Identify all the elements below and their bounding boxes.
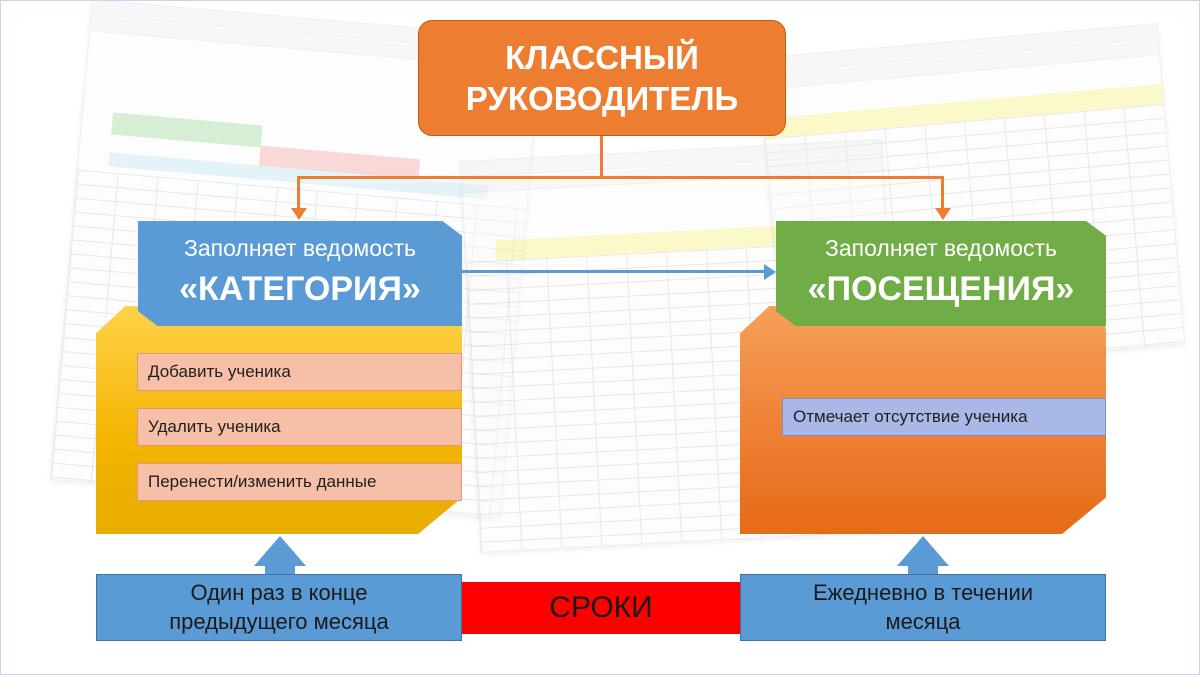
category-header: Заполняет ведомость «КАТЕГОРИЯ» (138, 221, 462, 326)
attendance-subtitle: Заполняет ведомость (824, 235, 1058, 261)
connector-right-arrowhead (935, 208, 951, 220)
action-edit-data: Перенести/изменить данные (137, 463, 462, 501)
category-to-attendance-arrow (462, 270, 767, 273)
connector-left-drop (297, 176, 300, 210)
attendance-header: Заполняет ведомость «ПОСЕЩЕНИЯ» (776, 221, 1106, 326)
connector-vertical (600, 136, 603, 178)
category-title: «КАТЕГОРИЯ» (179, 270, 421, 308)
attendance-title: «ПОСЕЩЕНИЯ» (807, 270, 1075, 308)
class-teacher-line2: РУКОВОДИТЕЛЬ (465, 80, 739, 117)
right-up-arrow-icon (897, 536, 949, 566)
attendance-deadline-box: Ежедневно в течении месяца (740, 574, 1106, 641)
class-teacher-box: КЛАССНЫЙ РУКОВОДИТЕЛЬ (418, 20, 786, 136)
attendance-deadline-line2: месяца (885, 608, 961, 634)
connector-horizontal (298, 176, 944, 179)
category-deadline-line2: предыдущего месяца (169, 608, 389, 634)
category-deadline-line1: Один раз в конце (190, 579, 368, 605)
left-up-arrow-stem (265, 565, 295, 575)
attendance-deadline-line1: Ежедневно в течении (812, 579, 1034, 605)
action-remove-student: Удалить ученика (137, 408, 462, 446)
right-up-arrow-stem (908, 565, 938, 575)
category-deadline-box: Один раз в конце предыдущего месяца (96, 574, 462, 641)
class-teacher-line1: КЛАССНЫЙ (505, 38, 699, 76)
category-subtitle: Заполняет ведомость (183, 235, 417, 261)
connector-right-drop (941, 176, 944, 210)
connector-left-arrowhead (291, 208, 307, 220)
deadlines-label: СРОКИ (462, 582, 740, 634)
action-mark-absence: Отмечает отсутствие ученика (782, 398, 1106, 436)
left-up-arrow-icon (254, 536, 306, 566)
category-to-attendance-arrowhead (764, 264, 776, 280)
action-add-student: Добавить ученика (137, 353, 462, 391)
